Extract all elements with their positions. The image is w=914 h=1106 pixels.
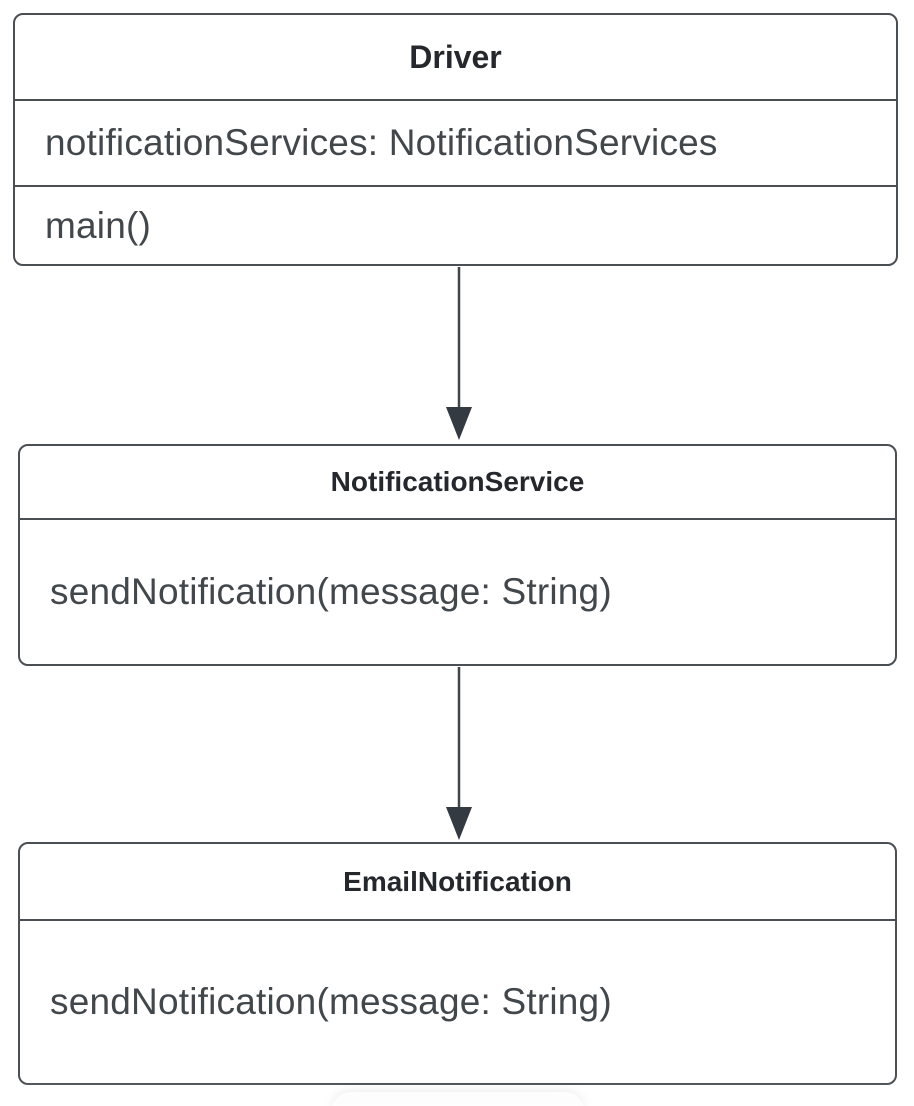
class-attribute-driver: notificationServices: NotificationServic… bbox=[15, 99, 896, 185]
bottom-floating-widget[interactable] bbox=[332, 1092, 584, 1106]
class-title-emailnotification: EmailNotification bbox=[343, 865, 572, 897]
uml-class-emailnotification[interactable]: EmailNotification sendNotification(messa… bbox=[18, 842, 897, 1085]
arrowhead-down-icon bbox=[446, 407, 472, 440]
arrowhead-down-icon bbox=[446, 807, 472, 840]
uml-class-driver[interactable]: Driver notificationServices: Notificatio… bbox=[13, 13, 898, 266]
connector-driver-to-notificationservice[interactable] bbox=[446, 267, 472, 440]
uml-class-notificationservice[interactable]: NotificationService sendNotification(mes… bbox=[18, 444, 897, 666]
class-method-driver: main() bbox=[15, 185, 896, 264]
class-title-notificationservice: NotificationService bbox=[330, 466, 585, 497]
class-title-driver: Driver bbox=[409, 38, 502, 75]
connector-notificationservice-to-emailnotification[interactable] bbox=[446, 667, 472, 840]
class-method-emailnotification: sendNotification(message: String) bbox=[20, 919, 895, 1083]
class-method-notificationservice: sendNotification(message: String) bbox=[20, 518, 895, 664]
